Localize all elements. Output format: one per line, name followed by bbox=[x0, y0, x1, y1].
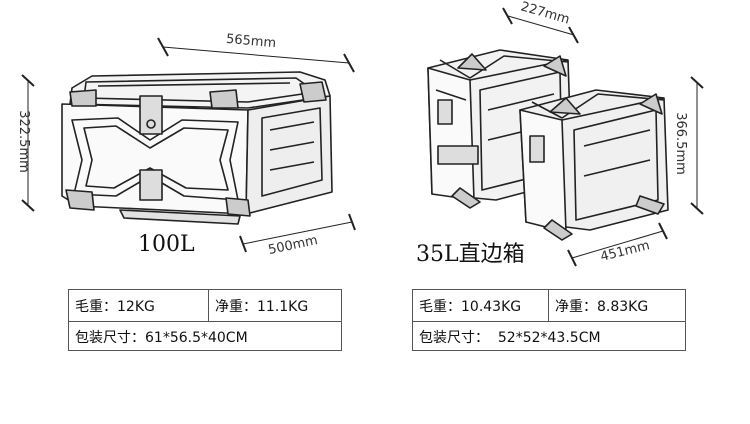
right-model-label: 35L直边箱 bbox=[416, 242, 525, 267]
left-spec-weights-row: 毛重：12KG 净重：11.1KG bbox=[69, 290, 341, 321]
right-height-label: 366.5mm bbox=[672, 112, 688, 175]
right-spec-table: 毛重：10.43KG 净重：8.83KG 包装尺寸： 52*52*43.5CM bbox=[412, 289, 686, 351]
left-net-weight: 净重：11.1KG bbox=[208, 290, 341, 321]
left-height-label: 322.5mm bbox=[15, 110, 31, 173]
right-gross-weight: 毛重：10.43KG bbox=[419, 298, 522, 315]
right-net-weight: 净重：8.83KG bbox=[548, 290, 685, 321]
left-model-label: 100L bbox=[138, 232, 195, 257]
right-spec-weights-row: 毛重：10.43KG 净重：8.83KG bbox=[413, 290, 685, 321]
right-spec-package-row: 包装尺寸： 52*52*43.5CM bbox=[413, 321, 685, 352]
left-spec-table: 毛重：12KG 净重：11.1KG 包装尺寸：61*56.5*40CM bbox=[68, 289, 342, 351]
left-spec-package-row: 包装尺寸：61*56.5*40CM bbox=[69, 321, 341, 352]
left-gross-weight: 毛重：12KG bbox=[75, 298, 155, 315]
left-package-size: 包装尺寸：61*56.5*40CM bbox=[75, 330, 248, 346]
right-package-size: 包装尺寸： 52*52*43.5CM bbox=[419, 330, 601, 346]
